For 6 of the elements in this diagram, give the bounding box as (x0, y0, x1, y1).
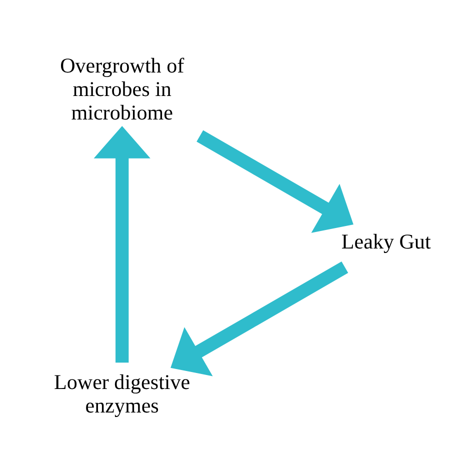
node-text: Lower digestive enzymes (54, 370, 190, 418)
node-text: Overgrowth of microbes in microbiome (60, 52, 184, 124)
arrow (196, 130, 354, 232)
node-text: Leaky Gut (341, 228, 431, 253)
arrow (170, 261, 348, 376)
arrow (94, 125, 150, 362)
